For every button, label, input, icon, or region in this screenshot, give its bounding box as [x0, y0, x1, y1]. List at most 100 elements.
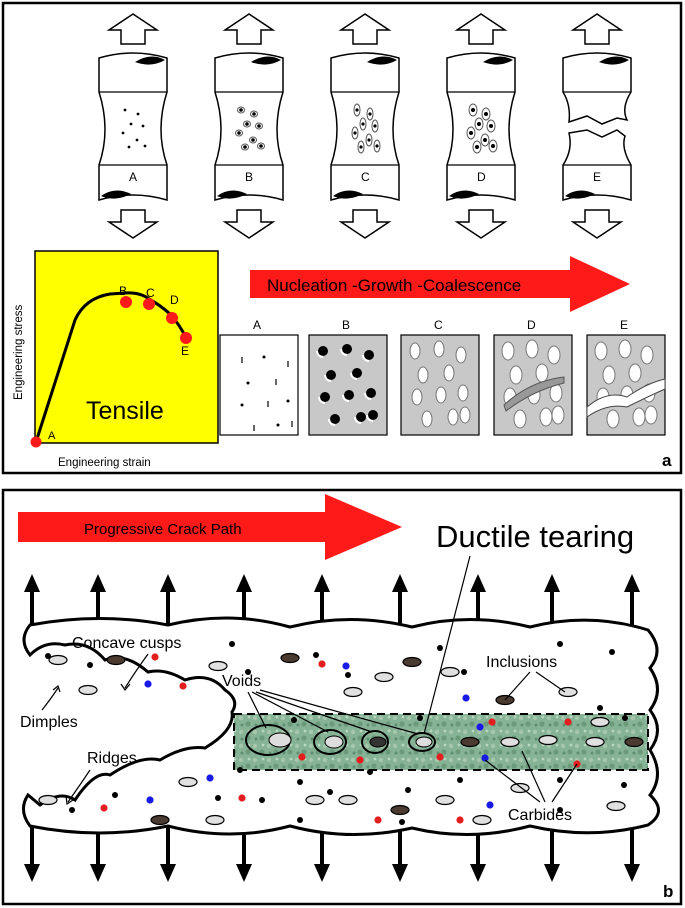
void: [250, 110, 258, 118]
void: [255, 122, 263, 130]
void-core: [361, 122, 365, 126]
micro-label: B: [342, 318, 350, 332]
void: [594, 341, 608, 361]
force-arrow-head: [544, 864, 560, 882]
inclusion-dark: [280, 652, 300, 664]
down-arrow: [222, 209, 276, 239]
ductile-tearing-title: Ductile tearing: [436, 519, 634, 554]
carbide-black: [457, 777, 463, 783]
force-arrow-head: [160, 864, 176, 882]
specimen-label: B: [245, 170, 253, 184]
void-dot: [143, 144, 147, 148]
void-inner: [369, 736, 387, 748]
void-core: [245, 122, 249, 126]
crack-path: [586, 378, 666, 418]
void: [472, 140, 482, 154]
specimen: D: [446, 13, 516, 239]
down-arrow: [106, 209, 160, 239]
carbide-red: [436, 753, 444, 761]
carbide-black: [557, 807, 563, 813]
void: [417, 366, 429, 384]
jaw-mark: [449, 190, 479, 199]
void: [411, 388, 423, 406]
void-core: [491, 144, 495, 148]
void: [359, 117, 367, 131]
void-rim: [324, 374, 332, 382]
label-ridges: Ridges: [87, 750, 137, 767]
inclusion: [276, 423, 280, 427]
void-core: [373, 124, 377, 128]
void: [474, 117, 484, 131]
inclusion-dark: [106, 654, 126, 666]
jaw-mark: [599, 56, 629, 65]
inclusion-dark: [624, 736, 644, 748]
void-particle: [344, 390, 354, 400]
micro-panel: B: [308, 318, 388, 436]
inclusion: [286, 399, 290, 403]
carbide-red: [151, 653, 159, 661]
void: [457, 384, 469, 402]
tensile-graph: A B C D E Tensile Engineering strain Eng…: [13, 250, 219, 469]
carbide-blue: [206, 774, 214, 782]
specimen: A: [98, 13, 168, 239]
void: [481, 107, 491, 121]
carbide-blue: [481, 754, 489, 762]
void-rim: [354, 416, 362, 424]
carbide-black: [609, 649, 615, 655]
specimen-label: E: [593, 170, 601, 184]
void-dot: [127, 145, 131, 149]
jaw-mark: [367, 56, 397, 65]
specimen: C: [330, 13, 400, 239]
force-arrow-head: [90, 864, 106, 882]
void-core: [375, 144, 379, 148]
void: [435, 386, 447, 404]
carbide-black: [461, 669, 467, 675]
inclusion-dark: [150, 814, 170, 826]
carbide-black: [112, 792, 118, 798]
curve-point-e: [180, 332, 192, 344]
inclusion: [262, 355, 266, 359]
inclusion: [246, 381, 250, 385]
void-core: [489, 124, 493, 128]
void: [468, 103, 478, 117]
void: [640, 345, 654, 365]
void-core: [353, 131, 357, 135]
micro-label: E: [620, 318, 628, 332]
void-particle: [356, 412, 366, 422]
inclusion-dark: [402, 656, 422, 668]
carbide-black: [237, 767, 243, 773]
carbide-blue: [462, 694, 470, 702]
crack-path-arrow-text: Progressive Crack Path: [84, 521, 242, 538]
void: [628, 363, 642, 383]
void: [539, 407, 553, 427]
void-core: [243, 145, 247, 149]
void-core: [251, 138, 255, 142]
specimen: E: [562, 13, 632, 239]
void-particle: [368, 410, 378, 420]
void-core: [239, 108, 243, 112]
void: [371, 119, 379, 133]
void-rim: [340, 348, 348, 356]
micro-panel: E: [586, 318, 666, 436]
void-rim: [364, 392, 372, 400]
specimen-top-half: [562, 52, 632, 125]
jaw-mark: [217, 190, 247, 199]
void: [632, 407, 646, 427]
void-particle: [318, 346, 328, 356]
force-arrow-head: [314, 574, 330, 592]
void: [243, 120, 251, 128]
panel-b-labels: Concave cusps Dimples Ridges Voids Inclu…: [20, 555, 578, 824]
void: [644, 405, 658, 425]
void-rim: [316, 350, 324, 358]
jaw-mark: [251, 56, 281, 65]
carbide-red: [356, 756, 364, 764]
force-arrow-head: [24, 864, 40, 882]
void: [466, 126, 476, 140]
void: [547, 345, 561, 365]
void-core: [252, 112, 256, 116]
void-particle: [320, 392, 330, 402]
carbide-red: [564, 718, 572, 726]
inclusion-light: [48, 654, 68, 666]
